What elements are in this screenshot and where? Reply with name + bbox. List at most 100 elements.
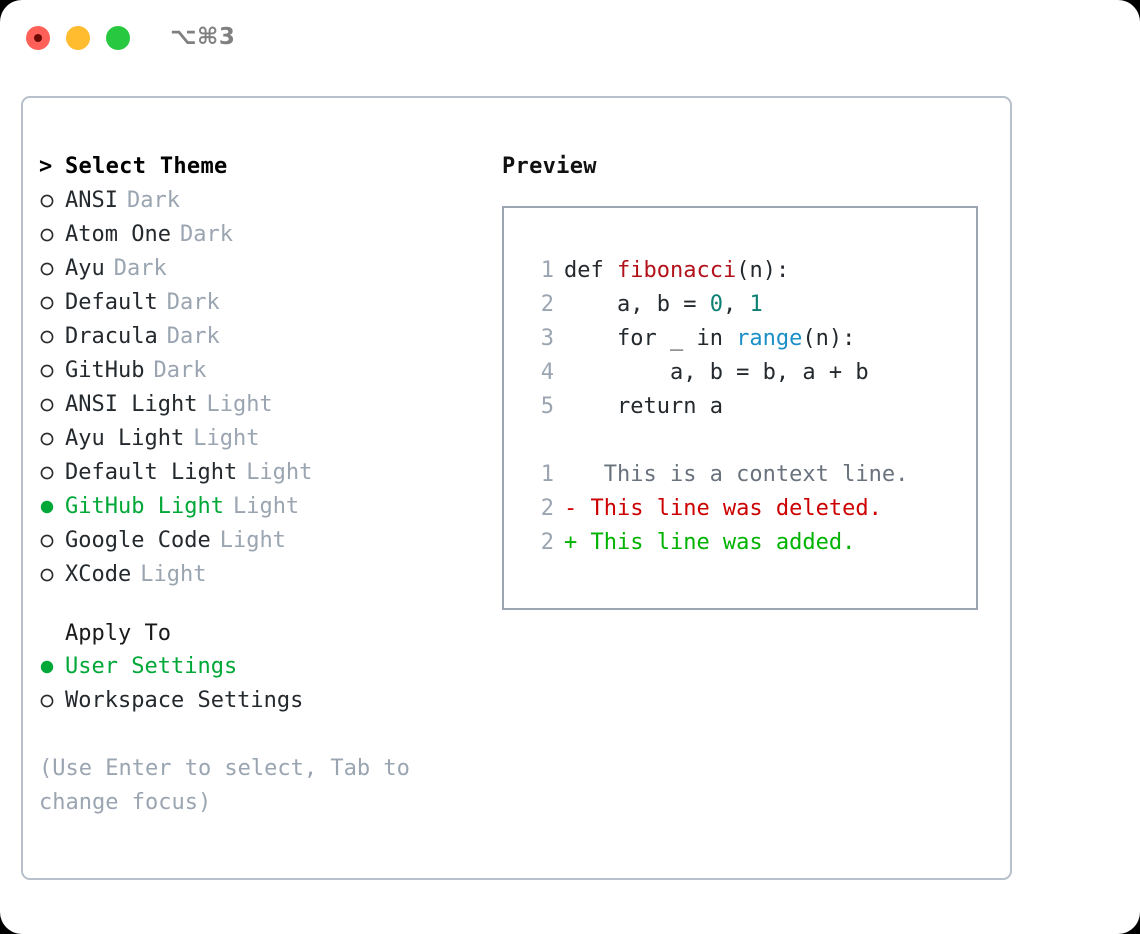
theme-option-label: XCode (65, 562, 132, 587)
code-line: 2 a, b = 0, 1 (524, 288, 976, 322)
token-plain: for _ in (564, 326, 737, 351)
token-plain: (n): (736, 258, 790, 283)
diff-line-del: 2- This line was deleted. (524, 492, 976, 526)
diff-marker: + (564, 530, 578, 555)
spacer (524, 424, 976, 458)
section-title: Select Theme (65, 154, 228, 179)
theme-option-ayu[interactable]: Ayu Dark (39, 252, 479, 286)
radio-selected-icon[interactable] (39, 499, 65, 515)
theme-option-google-code[interactable]: Google Code Light (39, 524, 479, 558)
theme-option-label: Default (65, 290, 158, 315)
preview-title: Preview (502, 154, 597, 179)
theme-variant-tag: Light (140, 562, 207, 587)
theme-variant-tag: Dark (153, 358, 207, 383)
line-number: 2 (540, 292, 554, 317)
apply-option-label: User Settings (65, 654, 238, 679)
apply-to-header: Apply To (65, 620, 171, 646)
code-line: 5 return a (524, 390, 976, 424)
token-plain: a, b = (564, 292, 710, 317)
radio-selected-icon[interactable] (39, 659, 65, 675)
line-number: 5 (540, 394, 554, 419)
select-theme-header: > Select Theme (39, 150, 479, 184)
radio-unselected-icon[interactable] (39, 295, 65, 311)
token-plain: return a (564, 394, 723, 419)
close-button[interactable] (26, 26, 50, 50)
keyboard-hint: (Use Enter to select, Tab to change focu… (39, 756, 424, 815)
code-text: a, b = b, a + b (564, 356, 869, 390)
diff-text: This line was added. (577, 530, 856, 555)
theme-variant-tag: Dark (166, 290, 220, 315)
line-number: 3 (540, 326, 554, 351)
radio-unselected-icon[interactable] (39, 567, 65, 583)
code-line: 3 for _ in range(n): (524, 322, 976, 356)
radio-unselected-icon[interactable] (39, 397, 65, 413)
radio-unselected-icon[interactable] (39, 693, 65, 709)
theme-option-default[interactable]: Default Dark (39, 286, 479, 320)
theme-option-label: ANSI (65, 188, 118, 213)
line-number: 1 (540, 258, 554, 283)
token-num: 1 (749, 292, 763, 317)
theme-variant-tag: Dark (113, 256, 167, 281)
code-text: a, b = 0, 1 (564, 288, 763, 322)
caret-icon: > (39, 154, 53, 179)
apply-option-label: Workspace Settings (65, 688, 304, 713)
token-plain: def (564, 258, 617, 283)
maximize-button[interactable] (106, 26, 130, 50)
diff-text: This line was deleted. (577, 496, 882, 521)
line-number: 2 (540, 496, 554, 521)
apply-option-user-settings[interactable]: User Settings (39, 650, 479, 684)
radio-unselected-icon[interactable] (39, 227, 65, 243)
radio-unselected-icon[interactable] (39, 465, 65, 481)
radio-unselected-icon[interactable] (39, 431, 65, 447)
theme-variant-tag: Light (219, 528, 286, 553)
line-number: 1 (540, 462, 554, 487)
theme-option-label: GitHub Light (65, 494, 224, 519)
theme-option-label: Ayu Light (65, 426, 185, 451)
diff-text: This is a context line. (577, 462, 909, 487)
theme-option-label: ANSI Light (65, 392, 198, 417)
diff-marker: - (564, 496, 578, 521)
theme-option-default-light[interactable]: Default Light Light (39, 456, 479, 490)
token-plain: a, b = b, a + b (564, 360, 869, 385)
token-plain: , (722, 292, 750, 317)
theme-option-label: Ayu (65, 256, 105, 281)
minimize-button[interactable] (66, 26, 90, 50)
radio-unselected-icon[interactable] (39, 363, 65, 379)
theme-option-ansi-light[interactable]: ANSI Light Light (39, 388, 479, 422)
spacer (39, 718, 479, 752)
theme-variant-tag: Light (246, 460, 313, 485)
diff-line-add: 2+ This line was added. (524, 526, 976, 560)
theme-option-label: Google Code (65, 528, 211, 553)
radio-unselected-icon[interactable] (39, 261, 65, 277)
token-num: 0 (709, 292, 723, 317)
theme-option-github-light[interactable]: GitHub Light Light (39, 490, 479, 524)
code-text: for _ in range(n): (564, 322, 855, 356)
radio-unselected-icon[interactable] (39, 193, 65, 209)
radio-unselected-icon[interactable] (39, 533, 65, 549)
apply-option-workspace-settings[interactable]: Workspace Settings (39, 684, 479, 718)
theme-variant-tag: Dark (166, 324, 220, 349)
title-bar: ⌥⌘3 (0, 0, 1140, 76)
radio-unselected-icon[interactable] (39, 329, 65, 345)
diff-sample: 1 This is a context line. 2- This line wa… (524, 458, 976, 560)
code-text: return a (564, 390, 723, 424)
theme-variant-tag: Dark (179, 222, 233, 247)
theme-variant-tag: Light (232, 494, 300, 519)
theme-variant-tag: Light (206, 392, 273, 417)
theme-option-xcode[interactable]: XCode Light (39, 558, 479, 592)
spacer (39, 592, 479, 616)
theme-option-label: Default Light (65, 460, 238, 485)
